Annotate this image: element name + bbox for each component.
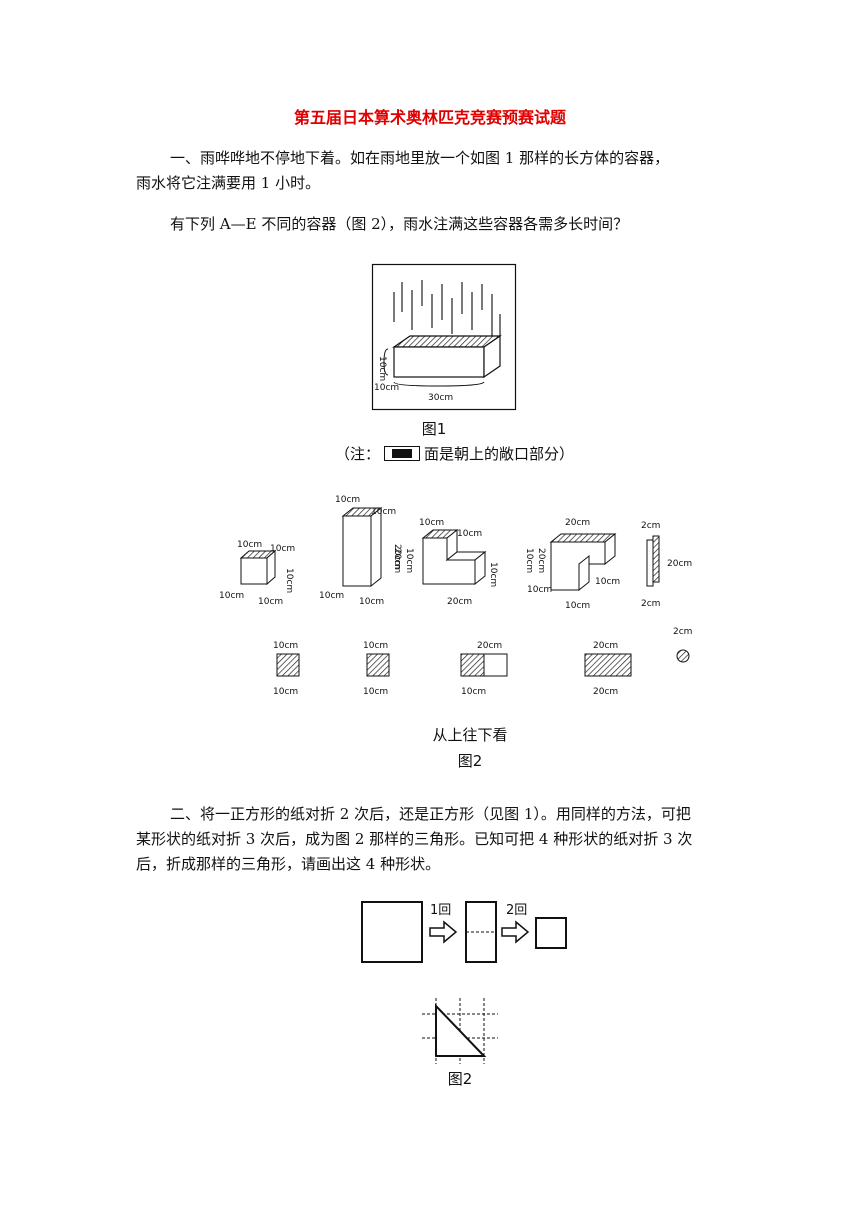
open-face-legend-icon — [384, 446, 421, 461]
svg-text:20cm: 20cm — [593, 687, 618, 697]
svg-text:10cm: 10cm — [273, 687, 298, 697]
fold-step1-label: 1回 — [430, 903, 451, 918]
svg-text:2cm: 2cm — [673, 627, 692, 637]
svg-text:10cm: 10cm — [363, 641, 388, 651]
q2-text-line1: 二、将一正方形的纸对折 2 次后，还是正方形（见图 1）。用同样的方法，可把 — [170, 805, 691, 823]
q1-question: 有下列 A—E 不同的容器（图 2），雨水注满这些容器各需多长时间？ — [170, 215, 629, 233]
d-height2-label: 20cm — [536, 548, 546, 573]
q2-figure1-folding: 1回 2回 — [361, 901, 567, 963]
q1-text-line2: 雨水将它注满要用 1 小时。 — [136, 174, 321, 192]
fold-step2-label: 2回 — [506, 903, 527, 918]
d-height-label: 10cm — [524, 548, 534, 573]
q2-fig2-caption: 图2 — [447, 1070, 473, 1088]
d-width-label: 10cm — [565, 601, 590, 611]
b-width-label: 10cm — [359, 597, 384, 607]
page-title: 第五届日本算术奥林匹克竞赛预赛试题 — [293, 108, 566, 127]
c-step-height-label: 10cm — [488, 562, 498, 587]
fig1-depth-label: 10cm — [374, 383, 399, 393]
b-height-label: 20cm — [392, 544, 402, 569]
fig1-note: （注： 面是朝上的敞口部分） — [335, 443, 574, 464]
figure2-containers: 10cm 10cm 10cm 10cm 10cm 10cm 10cm 20cm … — [219, 495, 692, 697]
svg-text:20cm: 20cm — [593, 641, 618, 651]
e-top-label: 2cm — [641, 521, 660, 531]
e-bottom-label: 2cm — [641, 599, 660, 609]
c-top-right-label: 10cm — [457, 529, 482, 539]
a-top-left-label: 10cm — [237, 540, 262, 550]
b-top-right-label: 10cm — [371, 507, 396, 517]
container-d-l-shape: 20cm 10cm 20cm 10cm 10cm 10cm — [524, 518, 620, 611]
d-depth-label: 10cm — [527, 585, 552, 595]
q2-text-line3: 后，折成那样的三角形，请画出这 4 种形状。 — [136, 855, 441, 873]
c-width-label: 20cm — [447, 597, 472, 607]
fig1-height-label: 10cm — [377, 356, 387, 381]
top-views: 10cm 10cm 10cm 10cm 20cm 10cm 20cm 20cm … — [273, 627, 692, 697]
c-depth-label: 10cm — [404, 548, 414, 573]
container-a-cube: 10cm 10cm 10cm 10cm 10cm — [219, 540, 295, 607]
container-c-step: 10cm 10cm 20cm 10cm 10cm 20cm — [392, 518, 498, 607]
figure1-rain-container: 10cm 10cm 30cm — [371, 263, 517, 411]
b-depth-label: 10cm — [319, 591, 344, 601]
b-top-label: 10cm — [335, 495, 360, 505]
q2-figure2-triangle — [422, 998, 498, 1064]
container-e-thin: 2cm 20cm 2cm — [641, 521, 692, 609]
svg-text:20cm: 20cm — [477, 641, 502, 651]
note-suffix: 面是朝上的敞口部分） — [424, 445, 575, 463]
container-b-tall: 10cm 10cm 20cm 10cm 10cm — [319, 495, 402, 607]
q2-text-line2: 某形状的纸对折 3 次后，成为图 2 那样的三角形。已知可把 4 种形状的纸对折… — [136, 830, 693, 848]
a-width-label: 10cm — [258, 597, 283, 607]
c-top-label: 10cm — [419, 518, 444, 528]
svg-text:10cm: 10cm — [363, 687, 388, 697]
note-prefix: （注： — [335, 445, 381, 463]
svg-text:10cm: 10cm — [461, 687, 486, 697]
svg-text:10cm: 10cm — [273, 641, 298, 651]
fig1-caption: 图1 — [421, 420, 447, 438]
c-height-label: 20cm — [392, 548, 402, 573]
e-height-label: 20cm — [667, 559, 692, 569]
fig1-length-label: 30cm — [428, 393, 453, 403]
q1-text-line1: 一、雨哗哗地不停地下着。如在雨地里放一个如图 1 那样的长方体的容器， — [170, 149, 670, 167]
fig2-caption: 图2 — [457, 752, 483, 770]
d-top-label: 20cm — [565, 518, 590, 528]
a-top-right-label: 10cm — [270, 544, 295, 554]
a-depth-label: 10cm — [219, 591, 244, 601]
top-view-label: 从上往下看 — [432, 726, 508, 744]
d-right-label: 10cm — [595, 577, 620, 587]
a-height-label: 10cm — [284, 568, 294, 593]
